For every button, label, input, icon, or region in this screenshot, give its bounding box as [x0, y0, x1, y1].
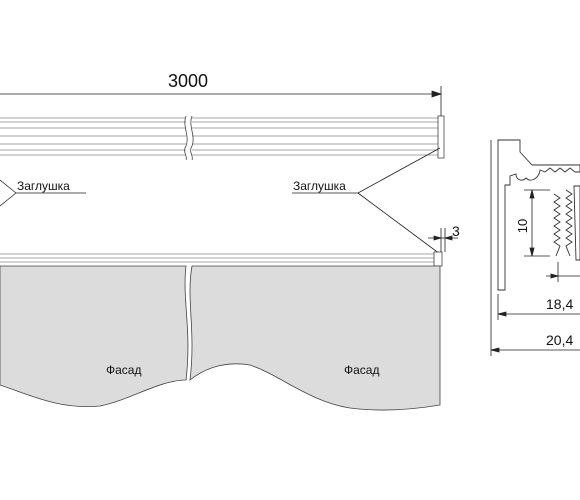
facade-panel-left: [0, 265, 189, 408]
dimension-length: [0, 86, 443, 116]
facade-label-left: Фасад: [106, 363, 141, 377]
plug-leader-left: [0, 179, 17, 207]
dimension-end-gap-text: 3: [452, 223, 460, 239]
facade-view: [0, 251, 443, 411]
facade-panel-right: [189, 265, 441, 411]
profile-top-view: [0, 115, 445, 161]
profile-top-break-right: [190, 115, 194, 161]
plug-label-right: Заглушка: [293, 179, 346, 193]
profile-top-right-section: [192, 117, 440, 156]
plug-leader-right: [357, 147, 441, 255]
profile-section-outline: [497, 139, 580, 291]
plug-label-left: Заглушка: [17, 179, 70, 193]
dimension-inner-width: [497, 294, 580, 320]
profile-section-teeth-2: [553, 193, 561, 257]
profile-section-teeth: [565, 189, 573, 257]
dimension-height-text: 10: [515, 219, 530, 233]
dimension-inner-width-text: 18,4: [546, 296, 573, 312]
dimension-teeth-width: [546, 262, 580, 282]
profile-section-leg: [573, 185, 580, 261]
dimension-end-gap: [428, 228, 458, 252]
profile-cross-section: [497, 139, 580, 291]
profile-top-break-left: [184, 115, 188, 161]
dimension-length-text: 3000: [168, 71, 208, 91]
facade-label-right: Фасад: [344, 363, 379, 377]
dimension-outer-width: [490, 140, 580, 356]
facade-end-plug: [433, 251, 443, 267]
dimension-height: [524, 189, 550, 257]
profile-top-left-section: [0, 117, 186, 156]
profile-top-end-plug: [437, 115, 445, 159]
dimension-outer-width-text: 20,4: [546, 332, 573, 348]
facade-profile-strip: [0, 253, 440, 263]
